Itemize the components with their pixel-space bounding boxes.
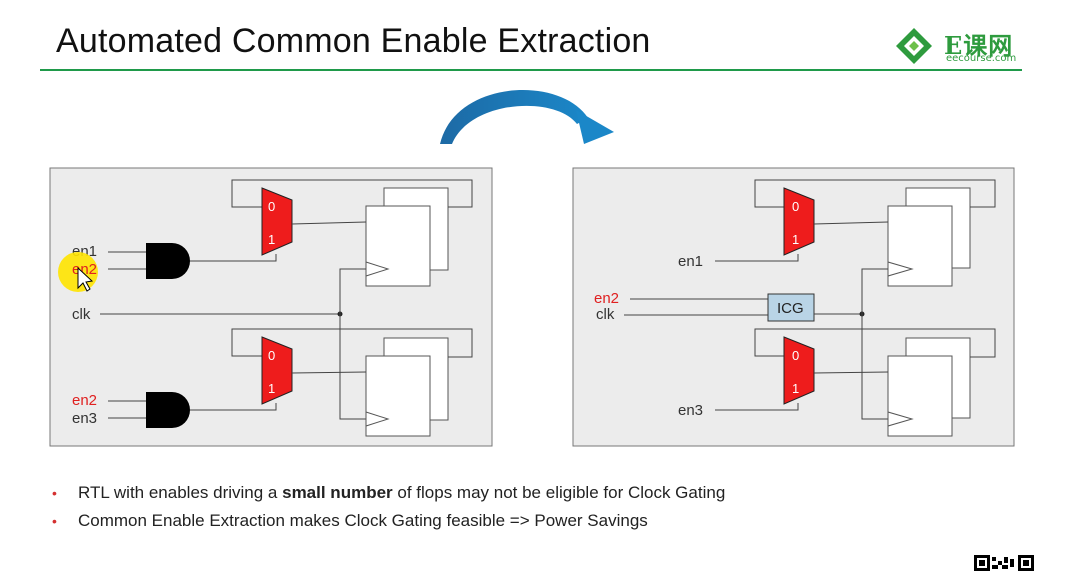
bullet-dot: • (52, 485, 57, 501)
svg-text:1: 1 (792, 232, 799, 247)
icg-label: ICG (777, 300, 804, 317)
svg-text:1: 1 (268, 381, 275, 396)
right-circuit-panel: 0 1 ICG 0 1 en1 en2 clk en3 (572, 167, 1015, 447)
mouse-cursor-icon (77, 266, 94, 292)
diamond-logo-icon (896, 28, 932, 64)
slide-title: Automated Common Enable Extraction (56, 22, 651, 60)
left-circuit-panel: 0 1 0 1 en1 en2 clk (49, 167, 493, 447)
logo-subtext: eecourse.com (946, 53, 1017, 64)
svg-text:0: 0 (792, 199, 799, 214)
bullet-item-2: • Common Enable Extraction makes Clock G… (52, 511, 648, 530)
label-en3: en3 (72, 410, 97, 427)
label-en2-right: en2 (594, 290, 619, 307)
svg-text:0: 0 (792, 348, 799, 363)
bullet-list: • RTL with enables driving a small numbe… (52, 484, 725, 540)
title-divider (40, 69, 1022, 71)
label-clk-left: clk (72, 306, 91, 323)
svg-text:0: 0 (268, 199, 275, 214)
label-en3-right: en3 (678, 402, 703, 419)
bullet-dot: • (52, 513, 57, 529)
svg-text:1: 1 (268, 232, 275, 247)
label-en1-right: en1 (678, 253, 703, 270)
svg-text:0: 0 (268, 348, 275, 363)
label-en2-bottom: en2 (72, 392, 97, 409)
svg-text:1: 1 (792, 381, 799, 396)
logo-text: E课网 (944, 31, 1014, 60)
bullet-item-1: • RTL with enables driving a small numbe… (52, 483, 726, 502)
label-clk-right: clk (596, 306, 615, 323)
qr-code-icon (974, 555, 1034, 571)
curved-arrow-icon (440, 90, 614, 144)
